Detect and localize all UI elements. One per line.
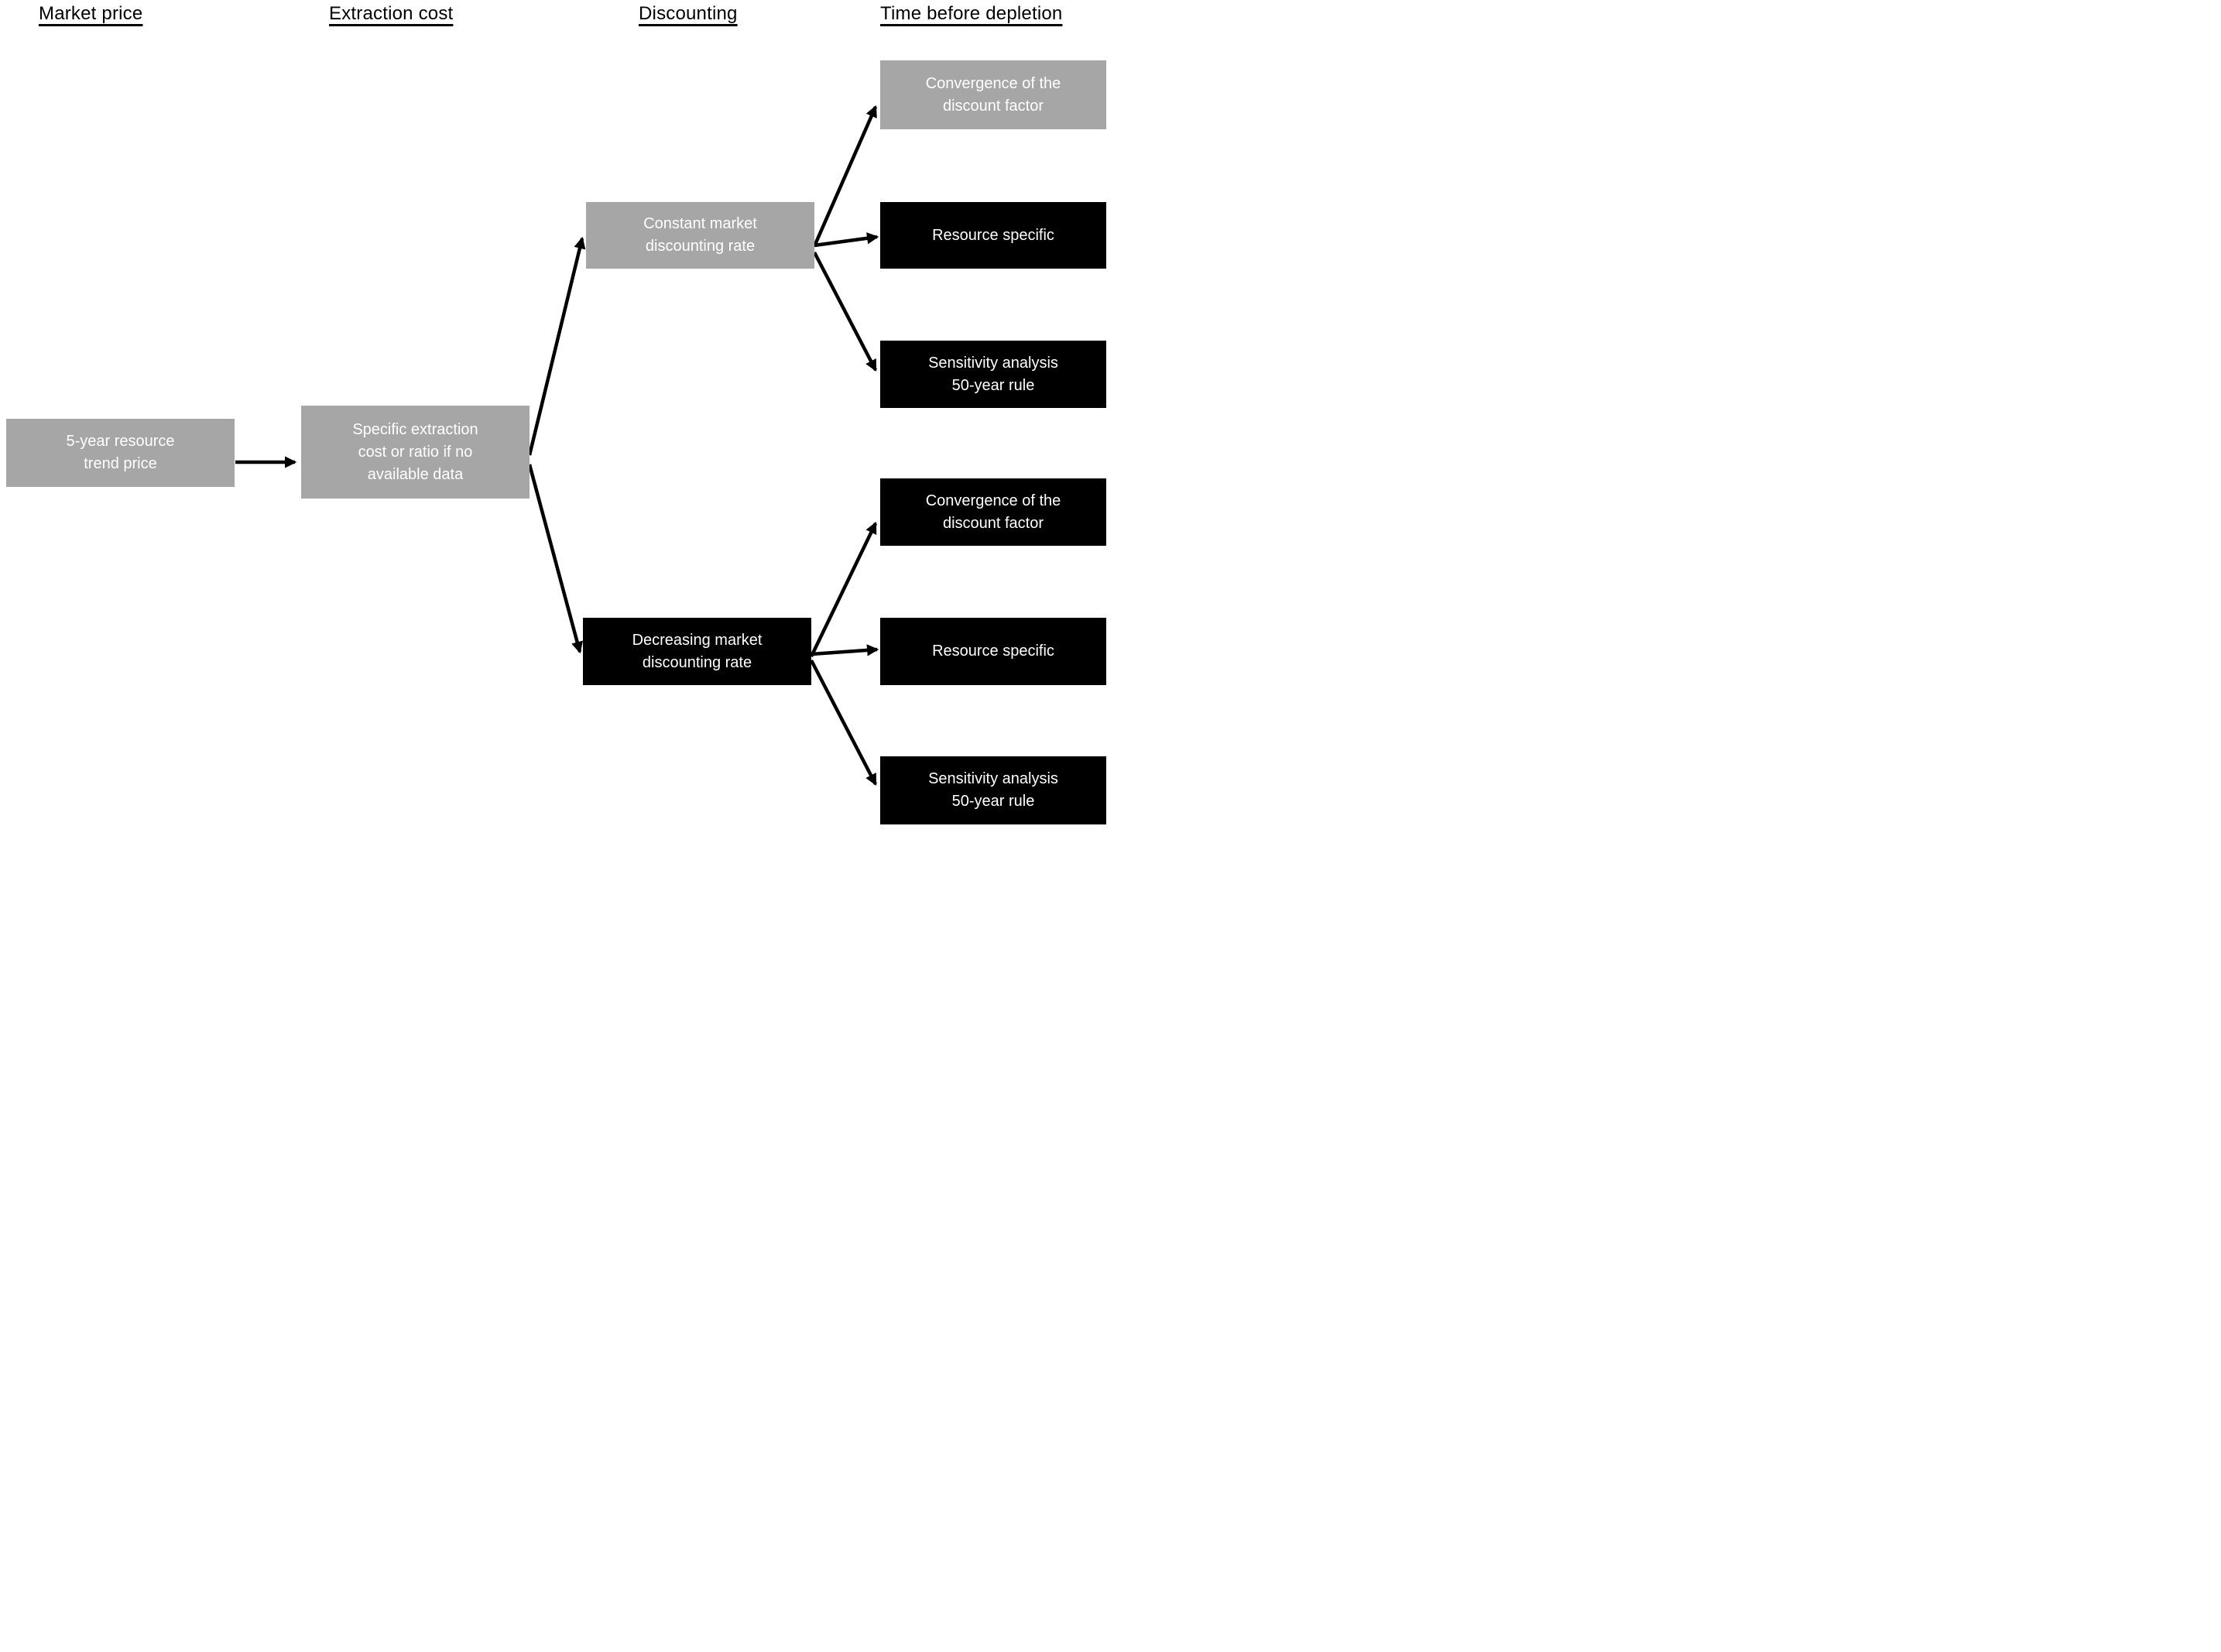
node-constant-rate: Constant market discounting rate xyxy=(586,202,814,269)
arrow-constant-rate-to-resource-specific-top xyxy=(814,232,879,248)
node-sensitivity-bottom: Sensitivity analysis 50-year rule xyxy=(880,756,1106,824)
node-trend-price: 5-year resource trend price xyxy=(6,419,235,487)
column-header-extraction-cost: Extraction cost xyxy=(329,3,454,24)
arrow-extraction-cost-to-decreasing-rate xyxy=(527,464,584,654)
node-extraction-cost: Specific extraction cost or ratio if no … xyxy=(301,406,530,499)
node-decreasing-rate: Decreasing market discounting rate xyxy=(583,618,811,685)
column-header-discounting: Discounting xyxy=(639,3,738,24)
node-resource-specific-bottom: Resource specific xyxy=(880,618,1106,685)
column-header-market-price: Market price xyxy=(39,3,143,24)
arrow-constant-rate-to-sensitivity-top xyxy=(813,251,877,372)
arrow-decreasing-rate-to-sensitivity-bottom xyxy=(810,659,877,787)
node-convergence-top: Convergence of the discount factor xyxy=(880,60,1106,129)
arrow-decreasing-rate-to-resource-specific-bottom xyxy=(811,644,879,656)
node-convergence-bottom: Convergence of the discount factor xyxy=(880,478,1106,546)
flow-diagram: Market price Extraction cost Discounting… xyxy=(0,0,1111,826)
column-header-time-before-depletion: Time before depletion xyxy=(880,3,1063,24)
arrow-decreasing-rate-to-convergence-bottom xyxy=(809,521,878,657)
arrow-extraction-cost-to-constant-rate xyxy=(527,236,586,456)
arrow-constant-rate-to-convergence-top xyxy=(812,105,878,247)
node-sensitivity-top: Sensitivity analysis 50-year rule xyxy=(880,341,1106,408)
node-resource-specific-top: Resource specific xyxy=(880,202,1106,269)
